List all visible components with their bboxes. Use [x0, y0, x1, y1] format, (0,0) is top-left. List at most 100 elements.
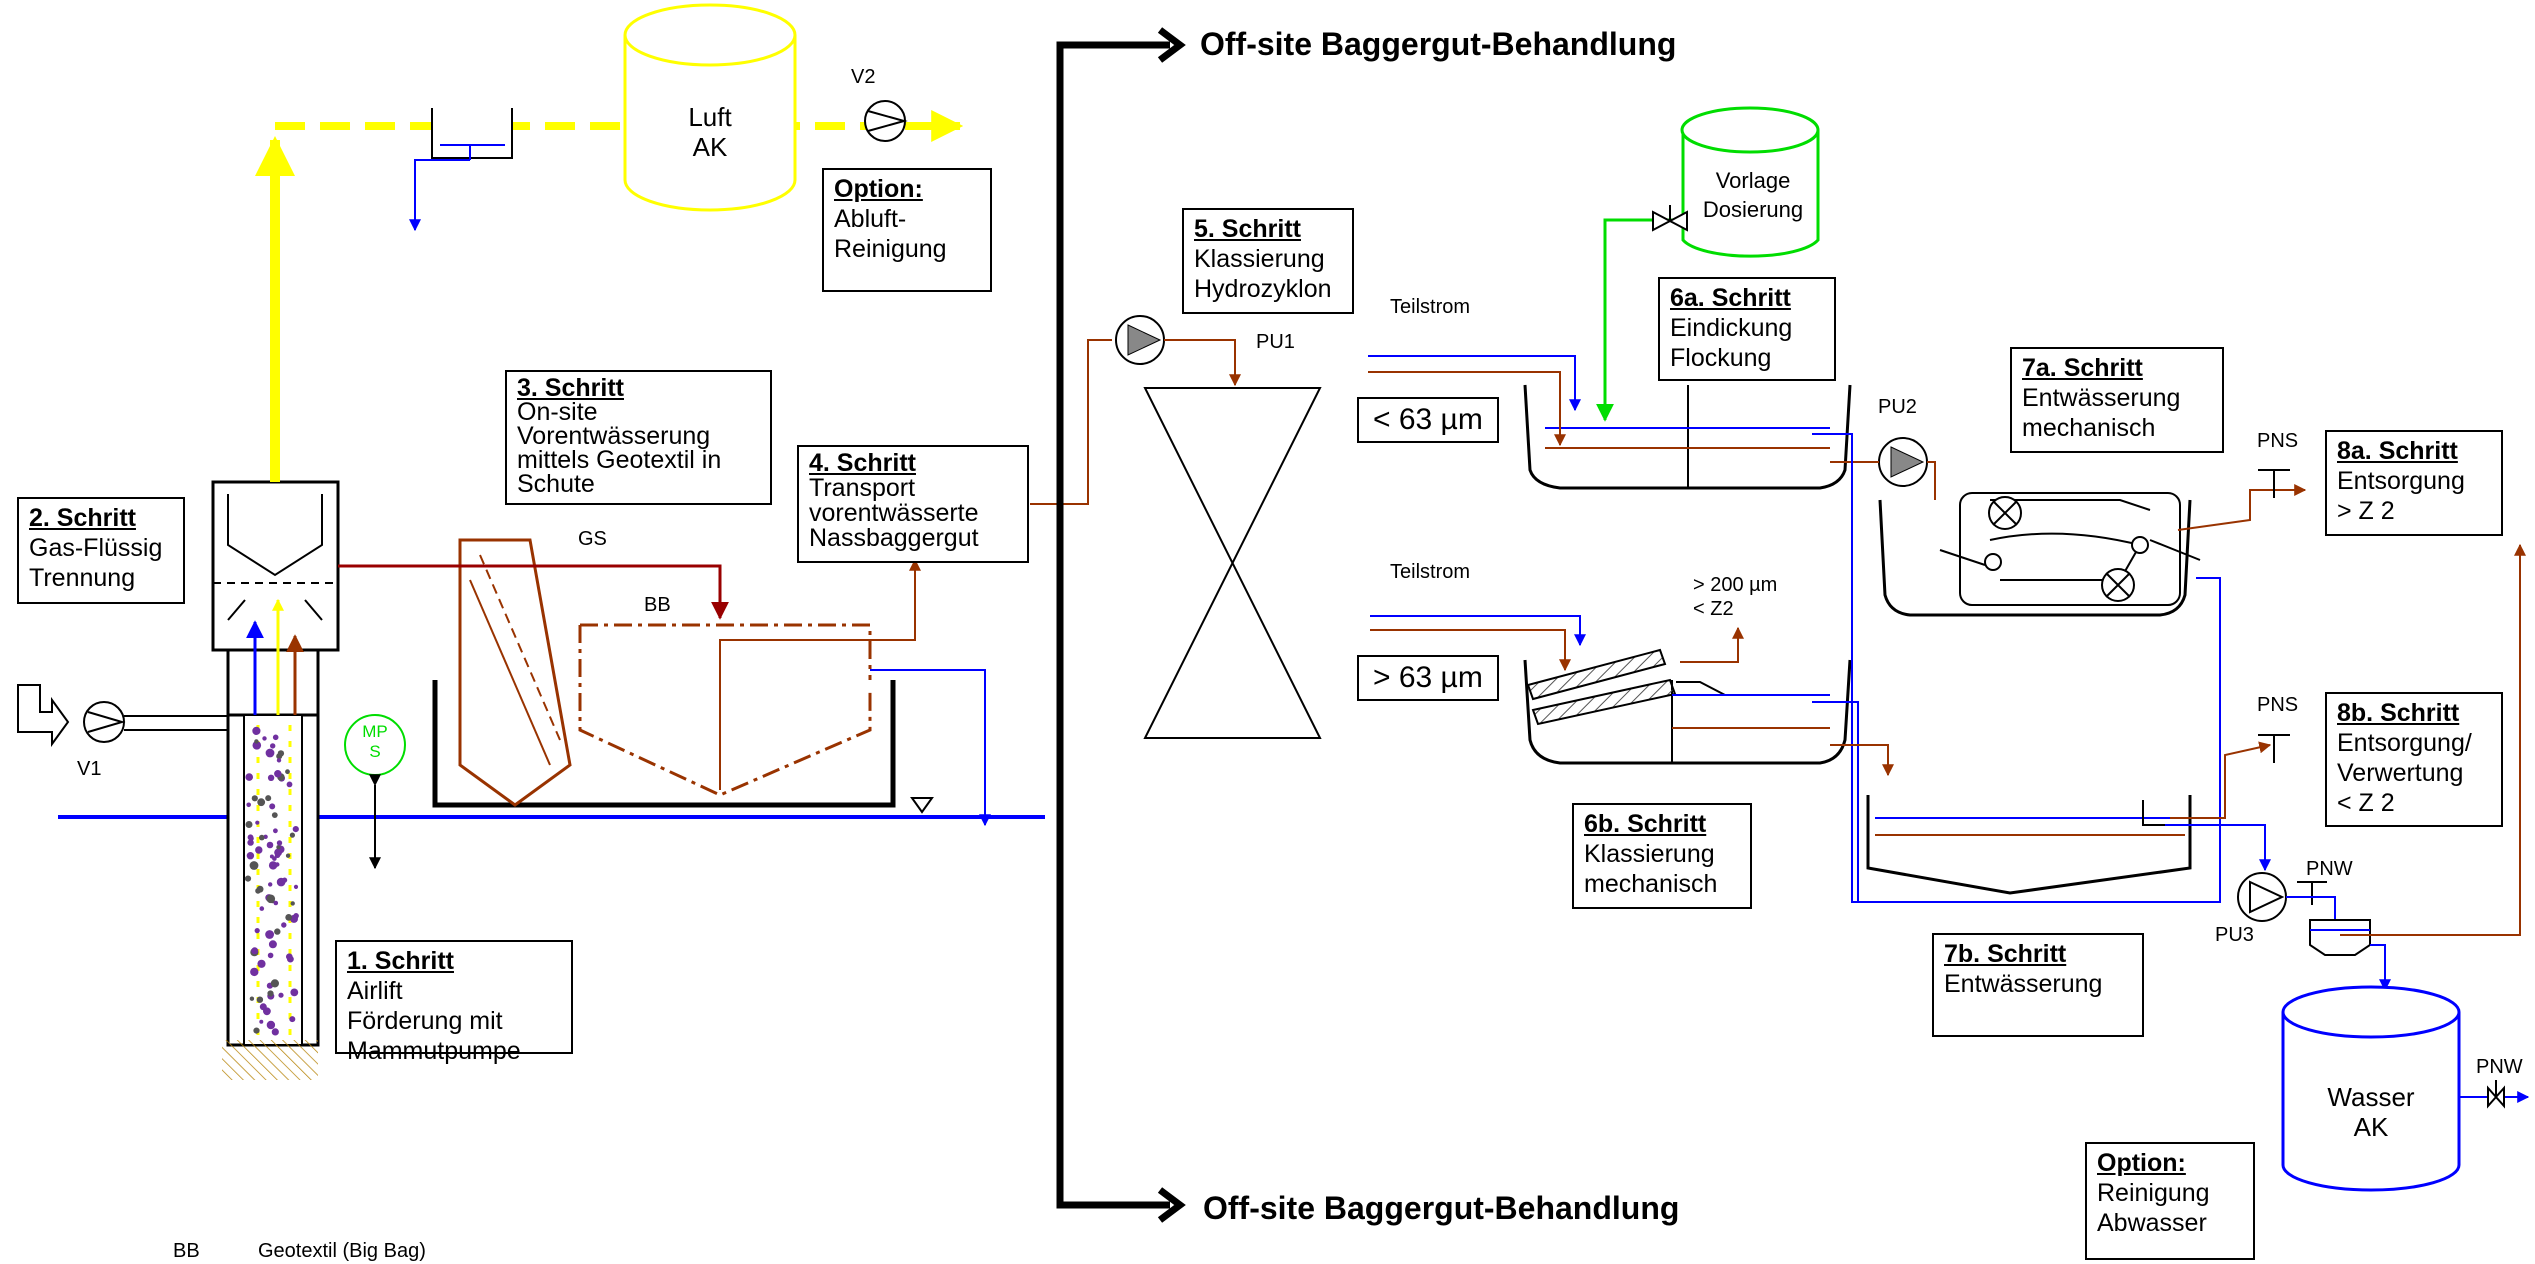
- sediment-particle: [281, 922, 287, 928]
- big-bag-outline: [578, 623, 872, 797]
- step-4-title: 4. Schritt: [809, 449, 916, 477]
- step-3-line: mittels Geotextil in: [517, 446, 722, 474]
- pump-pu1-label: PU1: [1256, 331, 1295, 353]
- sediment-particle: [266, 1020, 276, 1030]
- size-gt200-label: > 200 µm: [1693, 574, 1778, 596]
- step-6b-line: Klassierung: [1584, 840, 1715, 868]
- option-water-line: Abwasser: [2097, 1209, 2207, 1237]
- pnw-b-label: PNW: [2476, 1056, 2523, 1078]
- option-air-line: Reinigung: [834, 235, 947, 263]
- offsite-bracket: [1056, 41, 1170, 1209]
- step-3-line: Vorentwässerung: [517, 422, 711, 450]
- sediment-particle: [290, 988, 299, 997]
- fan-v2-symbol: [864, 100, 908, 142]
- pump-pu2-label: PU2: [1878, 396, 1917, 418]
- step-2-title: 2. Schritt: [29, 504, 136, 532]
- sediment-particle: [289, 1016, 296, 1023]
- sediment-particle: [276, 758, 282, 763]
- step-8b-title: 8b. Schritt: [2337, 699, 2460, 727]
- step-6b-box: 6b. Schritt Klassierung mechanisch: [1572, 803, 1752, 909]
- sediment-particle: [245, 773, 253, 781]
- pump-pu2-symbol: [1878, 437, 1928, 487]
- step-8b-line: Entsorgung/: [2337, 729, 2472, 757]
- pump-pu3-label: PU3: [2215, 924, 2254, 946]
- step-6a-title: 6a. Schritt: [1670, 284, 1791, 312]
- step-7a-line: Entwässerung: [2022, 384, 2181, 412]
- sediment-particle: [267, 990, 274, 997]
- water-tank-label-ak: AK: [2353, 1112, 2389, 1142]
- sediment-particle: [274, 770, 282, 778]
- step-4-line: Transport: [809, 474, 916, 502]
- belt-press-rollers: [1939, 492, 2201, 606]
- step-4-line: vorentwässerte: [809, 499, 979, 527]
- sediment-particle: [259, 834, 265, 841]
- step-5-line: Hydrozyklon: [1194, 275, 1332, 303]
- step-4-line: Nassbaggergut: [809, 524, 979, 552]
- barge-hull: [432, 680, 896, 808]
- step-6b-line: mechanisch: [1584, 870, 1718, 898]
- pump-pu1-symbol: [1115, 315, 1165, 365]
- step-8a-box: 8a. Schritt Entsorgung > Z 2: [2325, 430, 2503, 536]
- step-6a-box: 6a. Schritt Eindickung Flockung: [1658, 277, 1836, 381]
- step-4-box: 4. Schritt Transport vorentwässerte Nass…: [797, 445, 1029, 563]
- step-5-title: 5. Schritt: [1194, 215, 1301, 243]
- sediment-particle: [254, 928, 260, 934]
- teilstrom-b-label: Teilstrom: [1390, 561, 1471, 583]
- settling-basin-7b: [1866, 795, 2192, 895]
- gas-liquid-separator: [211, 480, 340, 652]
- sediment-particles: [244, 726, 299, 1036]
- step-3-box: 3. Schritt On-site Vorentwässerung mitte…: [505, 370, 772, 505]
- sediment-particle: [268, 882, 273, 887]
- sediment-particle: [269, 803, 276, 810]
- step-7b-box: 7b. Schritt Entwässerung: [1932, 933, 2144, 1037]
- sediment-particle: [268, 940, 277, 949]
- step-1-line: Mammutpumpe: [347, 1037, 521, 1065]
- filter-unit: [2309, 919, 2371, 956]
- mps-sensor-label: MP S: [345, 722, 405, 762]
- sediment-particle: [285, 914, 293, 921]
- step-1-line: Förderung mit: [347, 1007, 503, 1035]
- air-activated-carbon-tank: [623, 3, 797, 212]
- sediment-particle: [273, 828, 278, 834]
- sediment-particle: [267, 774, 275, 781]
- step-7a-box: 7a. Schritt Entwässerung mechanisch: [2010, 347, 2224, 453]
- sediment-particle: [293, 884, 299, 890]
- sediment-particle: [265, 930, 274, 939]
- step-3-title: 3. Schritt: [517, 374, 624, 402]
- sediment-particle: [247, 834, 254, 841]
- geotextile-screen-label: GS: [578, 528, 607, 550]
- air-tank-label: Luft AK: [640, 102, 780, 162]
- air-tank-label-luft: Luft: [688, 102, 732, 132]
- sediment-particle: [274, 928, 281, 935]
- water-tank-label-wasser: Wasser: [2327, 1082, 2415, 1112]
- sediment-particle: [249, 996, 255, 1001]
- sediment-particle: [259, 906, 265, 911]
- sediment-particle: [266, 894, 276, 904]
- z2-label: < Z2: [1693, 598, 1734, 620]
- sediment-particle: [286, 781, 293, 788]
- sediment-particle: [246, 802, 251, 808]
- option-air-box: Option: Abluft- Reinigung: [822, 168, 992, 292]
- pns-b-label: PNS: [2257, 694, 2299, 716]
- step-8a-title: 8a. Schritt: [2337, 437, 2458, 465]
- sediment-particle: [257, 798, 266, 807]
- sediment-particle: [265, 748, 275, 758]
- sediment-particle: [262, 736, 267, 741]
- sediment-particle: [293, 913, 299, 919]
- step-7b-line: Entwässerung: [1944, 970, 2103, 998]
- step-8b-line: Verwertung: [2337, 759, 2464, 787]
- sediment-particle: [270, 743, 276, 749]
- pnw-valve-b-symbol: [2487, 1080, 2505, 1109]
- sediment-particle: [271, 812, 278, 818]
- water-level-symbol: [910, 797, 934, 814]
- dosing-valve-symbol: [1652, 205, 1688, 232]
- sediment-particle: [270, 979, 279, 988]
- mps-label-s: S: [369, 742, 381, 761]
- sediment-particle: [268, 861, 278, 870]
- step-6b-title: 6b. Schritt: [1584, 810, 1707, 838]
- water-activated-carbon-tank: [2281, 985, 2461, 1192]
- step-6a-line: Eindickung: [1670, 314, 1793, 342]
- offsite-heading-bottom: Off-site Baggergut-Behandlung: [1203, 1190, 1680, 1226]
- sediment-particle: [255, 846, 263, 854]
